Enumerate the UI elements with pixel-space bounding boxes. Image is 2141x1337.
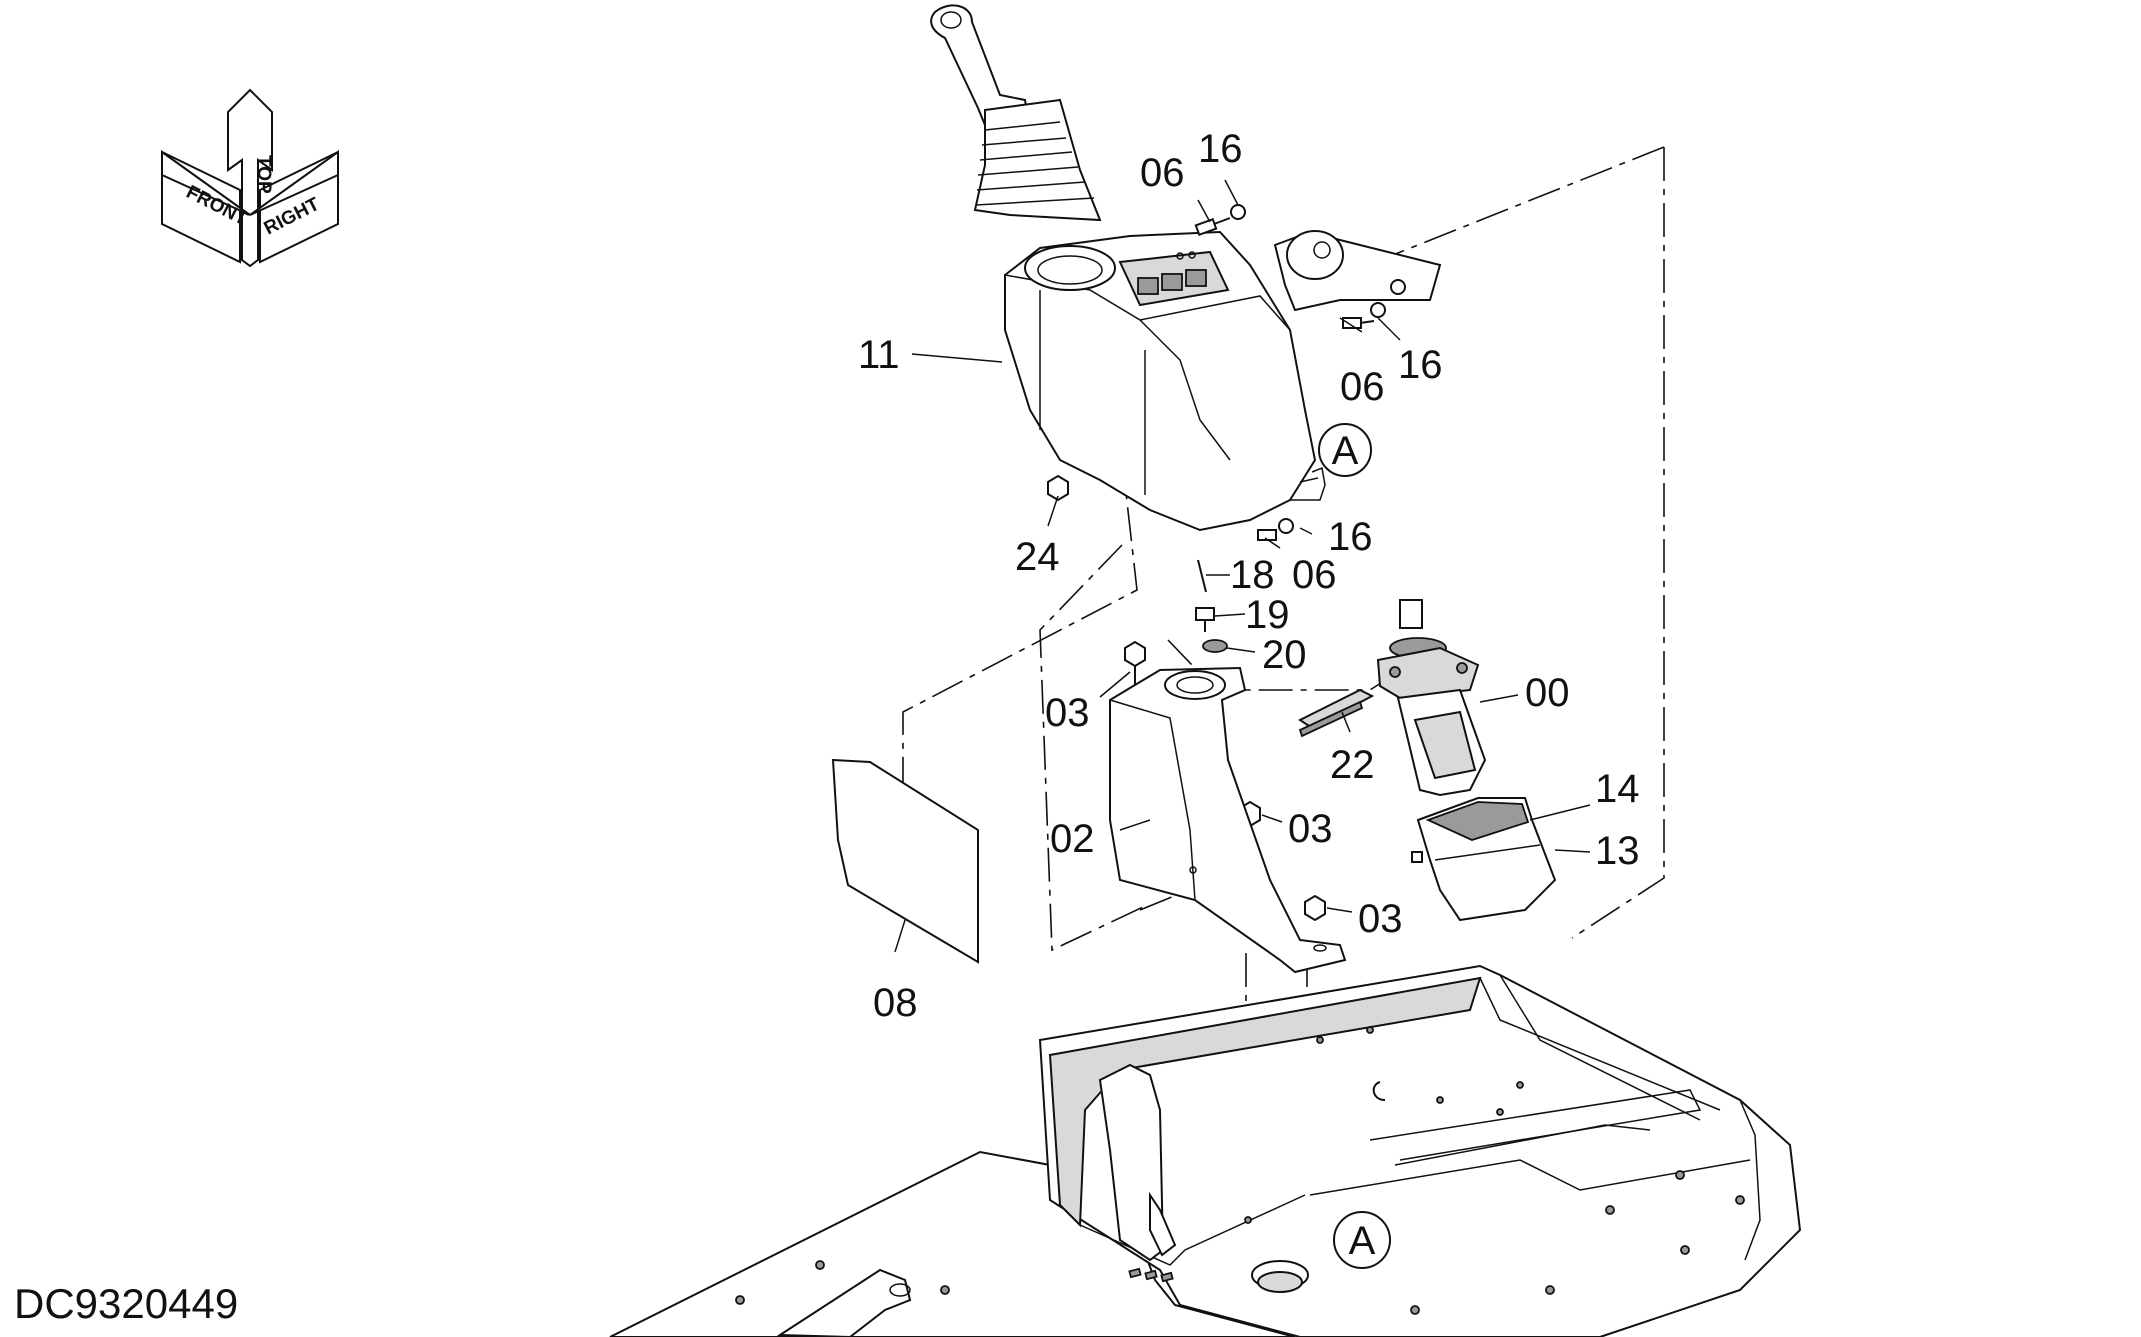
rail-22	[1298, 688, 1375, 738]
callout-03-c: 03	[1358, 897, 1403, 941]
callout-11: 11	[858, 333, 900, 377]
callout-00: 00	[1525, 671, 1570, 715]
callout-A-upper: A	[1332, 429, 1359, 473]
mounting-bracket	[1109, 666, 1347, 974]
callout-18: 18	[1230, 553, 1275, 597]
callout-06-mid: 06	[1340, 365, 1385, 409]
orientation-indicator: FRONT TOP RIGHT	[161, 88, 339, 268]
bolt-06-mid	[1342, 317, 1375, 329]
callout-02: 02	[1050, 817, 1095, 861]
callout-03-a: 03	[1045, 691, 1090, 735]
top-label: TOP	[253, 155, 274, 194]
leader-lines	[894, 179, 1591, 953]
washer-16-low	[1278, 518, 1294, 534]
washer-16-mid	[1370, 302, 1386, 318]
detail-a-circle-lower	[1333, 1211, 1391, 1269]
drawing-code: DC9320449	[14, 1280, 238, 1327]
bolt-03-c	[1304, 894, 1326, 922]
bolt-19	[1195, 607, 1215, 632]
nut-20	[1202, 639, 1228, 653]
callout-06-top: 06	[1140, 151, 1185, 195]
cover-plate	[831, 758, 979, 964]
callout-24: 24	[1015, 535, 1060, 579]
callout-16-low: 16	[1328, 515, 1373, 559]
valve-cover	[1411, 797, 1557, 922]
callout-19: 19	[1245, 593, 1290, 637]
joystick-lever	[930, 4, 1102, 222]
washer-16-top	[1230, 204, 1246, 220]
callout-A-lower: A	[1349, 1219, 1376, 1263]
callout-labels: 06 16 11 06 16 A 24 16 06 18 19 20 03 00…	[858, 127, 1640, 1269]
callout-16-mid: 16	[1398, 343, 1443, 387]
pilot-valve	[1376, 599, 1487, 797]
bolt-06-top	[1194, 217, 1231, 237]
pin-18	[1197, 559, 1207, 593]
hardware	[1047, 204, 1406, 922]
callout-14: 14	[1595, 767, 1640, 811]
callout-22: 22	[1330, 743, 1375, 787]
detail-a-circle-upper	[1318, 423, 1372, 477]
callout-13: 13	[1595, 829, 1640, 873]
callout-03-b: 03	[1288, 807, 1333, 851]
callout-16-top: 16	[1198, 127, 1243, 171]
callout-20: 20	[1262, 633, 1307, 677]
bolt-24	[1047, 474, 1069, 502]
callout-06-low: 06	[1292, 553, 1337, 597]
washer-right-bracket	[1390, 279, 1406, 295]
callout-08: 08	[873, 981, 918, 1025]
base-frame	[609, 964, 1802, 1337]
